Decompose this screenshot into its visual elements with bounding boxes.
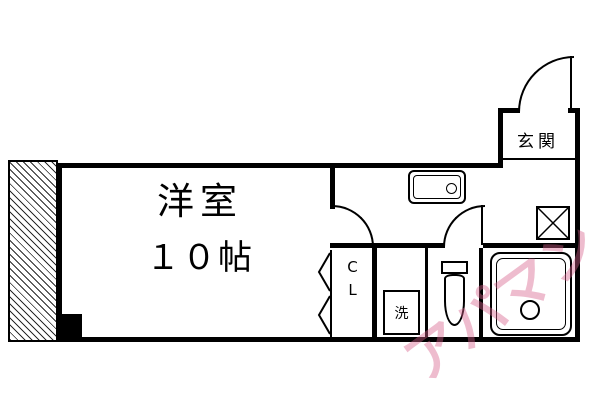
x-cross-box-icon (536, 206, 570, 240)
wall-room-divider-upper (330, 163, 335, 209)
toilet-door-arc-icon (443, 205, 485, 247)
wall-closet-right (372, 243, 377, 342)
bathtub-icon (490, 252, 572, 336)
entrance-door-leaf (570, 56, 572, 110)
closet-label: C L (333, 256, 372, 302)
wall-bottom-main (56, 337, 580, 342)
room-door-arc-icon (332, 205, 374, 247)
washer-pan-icon: 洗 (383, 290, 420, 335)
folding-door-chevrons-icon (316, 250, 332, 338)
toilet-door-leaf (481, 205, 483, 245)
wall-mid-horizontal-left (330, 243, 445, 248)
room-name: 洋室 (157, 180, 243, 223)
kitchen-sink-icon (408, 170, 466, 204)
entrance-door-arc-icon (518, 56, 574, 112)
closet-label-c: C (347, 258, 358, 276)
faucet-icon (446, 183, 457, 194)
genkan-step-line (503, 158, 575, 160)
wall-left-main (56, 163, 62, 342)
wall-genkan-top-right (568, 108, 580, 113)
main-room-label: 洋室 １０帖 (95, 180, 305, 280)
bathtub-inner-rim (496, 258, 566, 330)
wall-right-main (575, 108, 580, 342)
wall-washroom-right (425, 248, 428, 342)
closet-label-l: L (348, 281, 357, 299)
wall-genkan-top-left (498, 108, 520, 113)
wall-toilet-bath-divider (479, 248, 483, 342)
wall-mid-horizontal-right (483, 243, 575, 248)
entrance-label: 玄関 (517, 132, 559, 152)
washer-label: 洗 (394, 305, 409, 322)
pillar-block (58, 314, 82, 340)
wall-top-main (56, 163, 503, 168)
toilet-tank-icon (441, 261, 468, 274)
toilet-icon (444, 274, 465, 326)
room-size: １０帖 (146, 238, 254, 278)
wall-genkan-left (498, 108, 503, 168)
bath-drain-icon (520, 300, 540, 320)
sink-basin (413, 175, 461, 199)
balcony-hatch-icon (8, 160, 58, 342)
closet-door-track-line (330, 250, 332, 338)
